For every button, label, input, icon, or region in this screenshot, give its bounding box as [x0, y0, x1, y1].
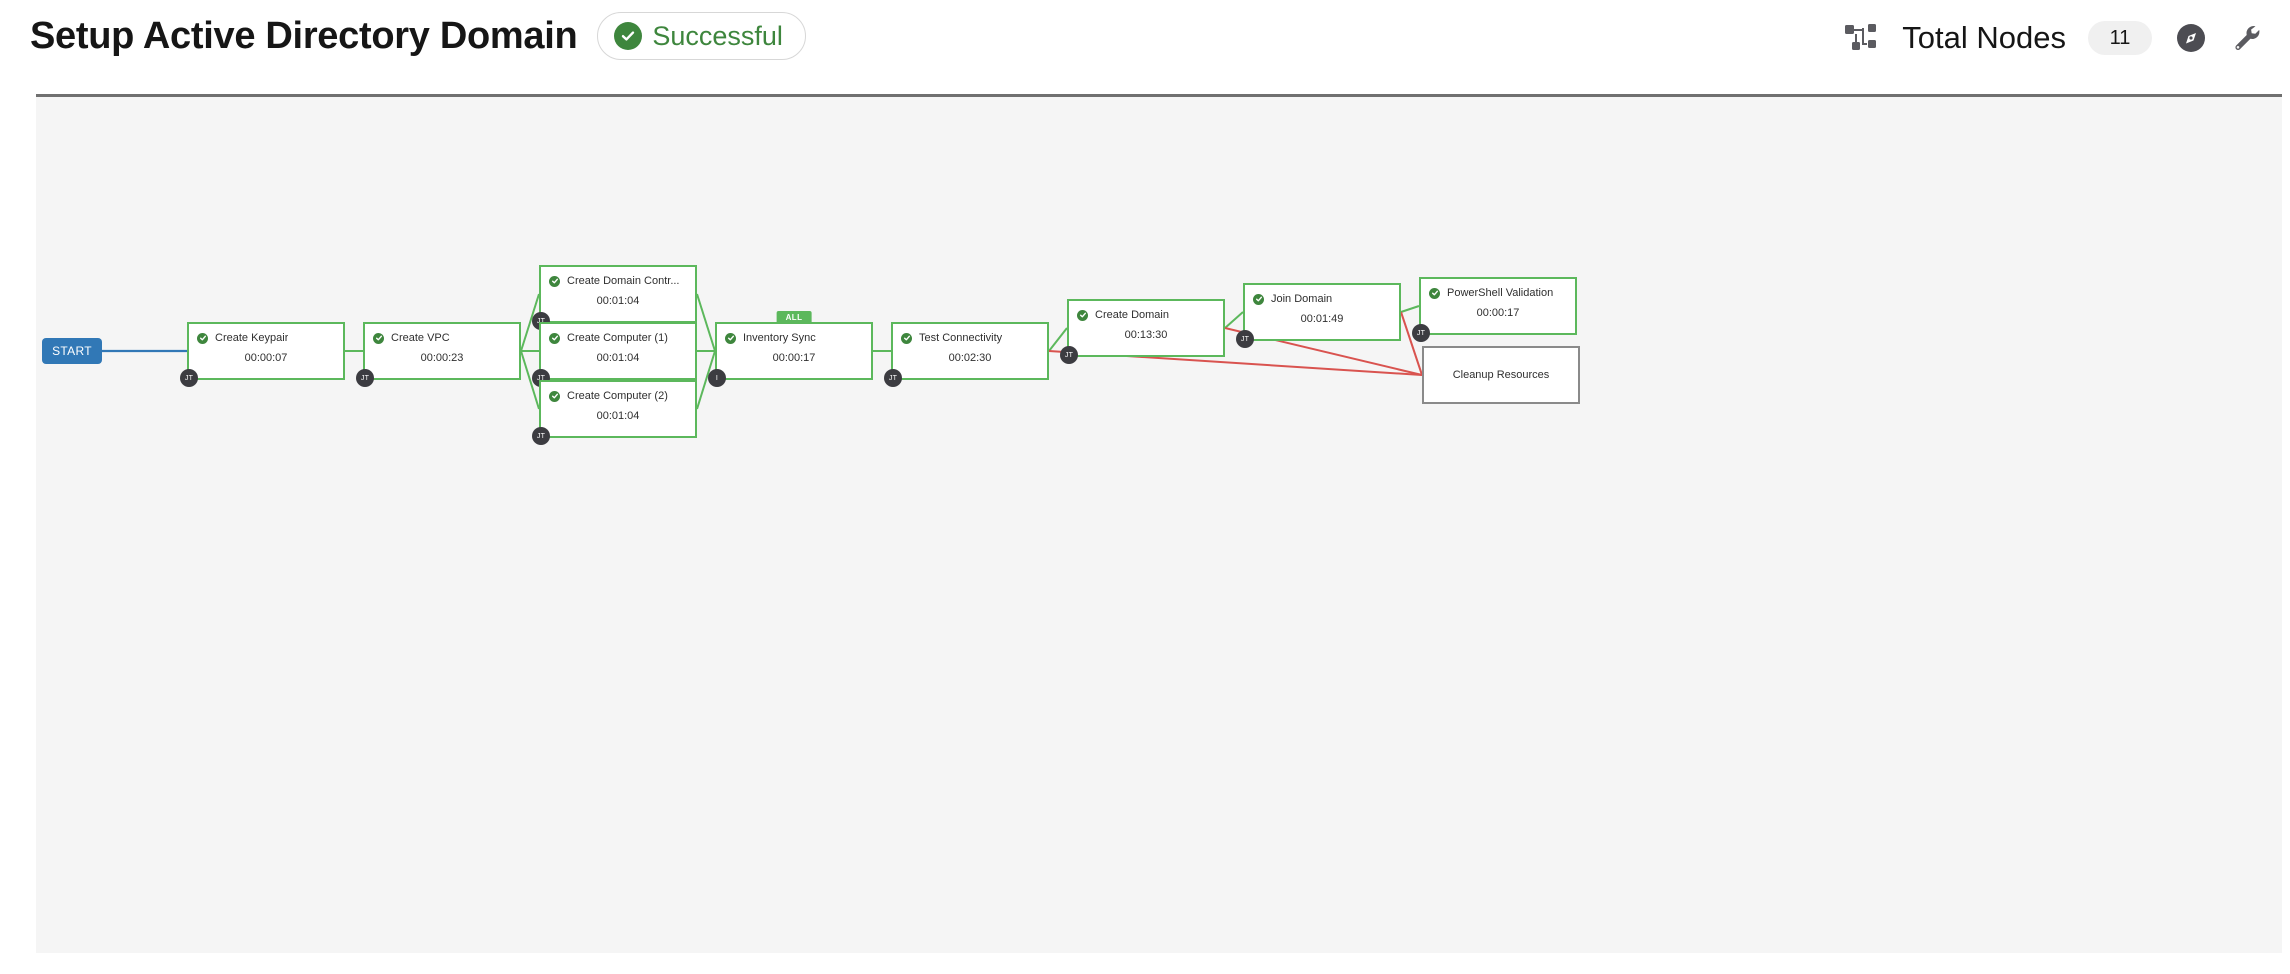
edge-join-domain-to-powershell-validation: [1400, 305, 1420, 313]
node-elapsed: 00:00:17: [1476, 307, 1520, 319]
edge-test-connectivity-to-create-domain: [1048, 327, 1068, 352]
header-left-group: Setup Active Directory Domain Successful: [30, 12, 806, 60]
wrench-icon[interactable]: [2230, 21, 2264, 55]
node-test-connectivity[interactable]: Test Connectivity 00:02:30 JT: [884, 322, 1049, 387]
node-title: Join Domain: [1271, 293, 1333, 305]
page-header: Setup Active Directory Domain Successful: [0, 0, 2290, 97]
node-create-domain[interactable]: Create Domain 00:13:30 JT: [1060, 299, 1225, 364]
check-circle-icon: [1077, 309, 1088, 321]
start-node[interactable]: START: [42, 338, 102, 364]
edge-vpc-to-computer-2: [520, 350, 540, 410]
header-right-group: Total Nodes 11: [1844, 10, 2264, 66]
node-title: Create Computer (2): [567, 390, 668, 402]
check-circle-icon: [197, 332, 208, 344]
job-template-badge[interactable]: JT: [1236, 330, 1254, 348]
check-circle-icon: [549, 275, 560, 287]
node-elapsed: 00:13:30: [1124, 329, 1168, 341]
convergence-badge: ALL: [776, 311, 812, 324]
check-circle-icon: [549, 390, 560, 402]
node-create-computer-1[interactable]: Create Computer (1) 00:01:04 JT: [532, 322, 697, 387]
check-circle-icon: [901, 332, 912, 344]
node-title: Create VPC: [391, 332, 450, 344]
node-inventory-sync[interactable]: ALL Inventory Sync 00:00:17 I: [708, 311, 873, 387]
page-title: Setup Active Directory Domain: [30, 15, 578, 57]
check-circle-icon: [373, 332, 384, 344]
node-title: Create Domain: [1095, 309, 1169, 321]
node-header: Join Domain: [1245, 285, 1399, 306]
node-header: Cleanup Resources: [1424, 348, 1578, 402]
node-elapsed: 00:02:30: [948, 352, 992, 364]
node-header: Create Domain: [1069, 301, 1223, 322]
node-title: PowerShell Validation: [1447, 287, 1554, 299]
node-title: Create Computer (1): [567, 332, 668, 344]
edge-computer-2-to-inventory-sync: [696, 350, 716, 410]
node-title: Cleanup Resources: [1452, 369, 1550, 381]
node-header: Create Domain Contr...: [541, 267, 695, 288]
node-create-domain-controller[interactable]: Create Domain Contr... 00:01:04 JT: [532, 265, 697, 330]
job-template-badge[interactable]: JT: [884, 369, 902, 387]
total-nodes-count-badge: 11: [2088, 21, 2152, 55]
header-divider: [36, 94, 2282, 97]
job-template-badge[interactable]: JT: [1412, 324, 1430, 342]
node-elapsed: 00:01:04: [596, 295, 640, 307]
node-header: Create Computer (2): [541, 382, 695, 403]
total-nodes-label: Total Nodes: [1902, 20, 2066, 55]
check-circle-icon: [725, 332, 736, 344]
workflow-edges: [90, 293, 1423, 410]
node-join-domain[interactable]: Join Domain 00:01:49 JT: [1236, 283, 1401, 348]
check-circle-icon: [549, 332, 560, 344]
node-header: Create Keypair: [189, 324, 343, 345]
inventory-source-badge[interactable]: I: [708, 369, 726, 387]
node-elapsed: 00:01:49: [1300, 313, 1344, 325]
job-template-badge[interactable]: JT: [180, 369, 198, 387]
node-cleanup-resources[interactable]: Cleanup Resources: [1422, 346, 1580, 404]
check-circle-icon: [1429, 287, 1440, 299]
job-template-badge[interactable]: JT: [356, 369, 374, 387]
node-create-keypair[interactable]: Create Keypair 00:00:07 JT: [180, 322, 345, 387]
node-header: Create VPC: [365, 324, 519, 345]
node-header: Create Computer (1): [541, 324, 695, 345]
workflow-canvas[interactable]: START Create Keypair 00:00:07 JT Create …: [36, 97, 2282, 953]
check-circle-icon: [614, 22, 643, 50]
edge-create-domain-to-join-domain: [1224, 311, 1244, 329]
node-elapsed: 00:00:07: [244, 352, 288, 364]
edge-join-domain-to-cleanup: [1400, 311, 1423, 376]
node-title: Create Keypair: [215, 332, 289, 344]
topology-icon[interactable]: [1844, 23, 1880, 53]
job-template-badge[interactable]: JT: [1060, 346, 1078, 364]
node-header: Inventory Sync: [717, 324, 871, 345]
node-powershell-validation[interactable]: PowerShell Validation 00:00:17 JT: [1412, 277, 1577, 342]
node-create-computer-2[interactable]: Create Computer (2) 00:01:04 JT: [532, 380, 697, 445]
compass-icon[interactable]: [2174, 21, 2208, 55]
edge-vpc-to-domain-controller: [520, 293, 540, 352]
node-create-vpc[interactable]: Create VPC 00:00:23 JT: [356, 322, 521, 387]
start-node-label: START: [52, 344, 92, 358]
total-nodes-count: 11: [2109, 27, 2131, 49]
node-header: Test Connectivity: [893, 324, 1047, 345]
node-header: PowerShell Validation: [1421, 279, 1575, 300]
edge-domain-controller-to-inventory-sync: [696, 293, 716, 352]
node-elapsed: 00:01:04: [596, 352, 640, 364]
job-template-badge[interactable]: JT: [532, 427, 550, 445]
node-elapsed: 00:00:17: [772, 352, 816, 364]
node-title: Create Domain Contr...: [567, 275, 680, 287]
node-title: Inventory Sync: [743, 332, 816, 344]
node-elapsed: 00:01:04: [596, 410, 640, 422]
check-circle-icon: [1253, 293, 1264, 305]
node-elapsed: 00:00:23: [420, 352, 464, 364]
node-title: Test Connectivity: [919, 332, 1003, 344]
status-badge: Successful: [597, 12, 806, 60]
status-badge-label: Successful: [652, 21, 783, 51]
